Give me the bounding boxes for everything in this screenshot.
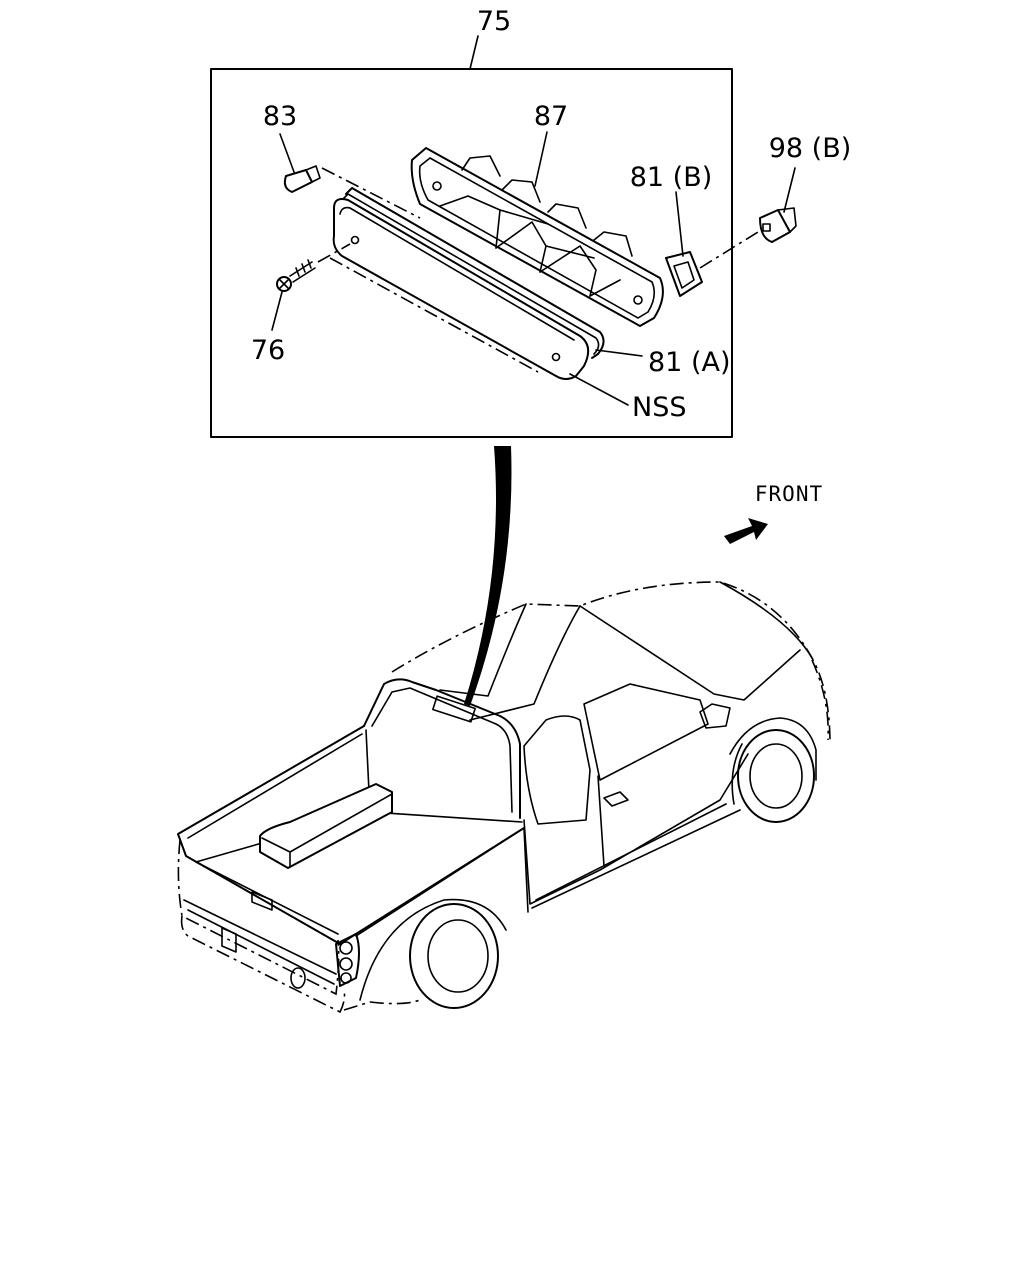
callout-screw: 76 [251,335,285,366]
housing-part [410,131,664,327]
leader-screw [271,291,283,331]
leader-bulb [279,133,295,173]
housing-hole-left [432,181,442,191]
grommet-b-part [699,167,797,269]
front-indicator: FRONT [724,482,823,544]
callout-packing-a: 81 (A) [648,347,730,378]
tail-lamp [335,933,360,987]
leader-assembly [469,35,479,70]
detail-box: 75 [210,6,733,438]
screw-part [271,243,351,331]
callout-lens: NSS [632,392,686,423]
truck-illustration [177,581,831,1014]
rear-wheel [409,903,499,1009]
front-arrow-icon [724,518,768,544]
packing-a-part [341,187,643,359]
callout-grommet-b: 98 (B) [769,133,852,164]
front-label: FRONT [755,482,823,506]
bulb-part [279,133,421,219]
truck-roof-outline [391,581,831,745]
leader-grommet-b [783,167,796,213]
leader-lens [569,373,629,406]
detail-frame [210,68,733,438]
callout-packing-b: 81 (B) [630,162,713,193]
packing-b-part [665,191,703,297]
callout-assembly: 75 [477,6,511,37]
front-wheel [737,729,815,823]
leader-housing [534,131,548,187]
tailgate-handle [251,891,273,911]
lens-hole-right [551,352,561,362]
lens-hole-left [350,235,360,245]
connector-curve [464,446,512,706]
callout-bulb: 83 [263,101,297,132]
lens-part [332,198,629,406]
housing-hole-right [633,295,643,305]
leader-packing-b [675,191,684,257]
high-mount-stop-lamp [432,695,476,723]
callout-housing: 87 [534,101,568,132]
alignment-line-lower [329,257,539,373]
screw-head [276,276,292,292]
leader-packing-a [595,349,643,357]
